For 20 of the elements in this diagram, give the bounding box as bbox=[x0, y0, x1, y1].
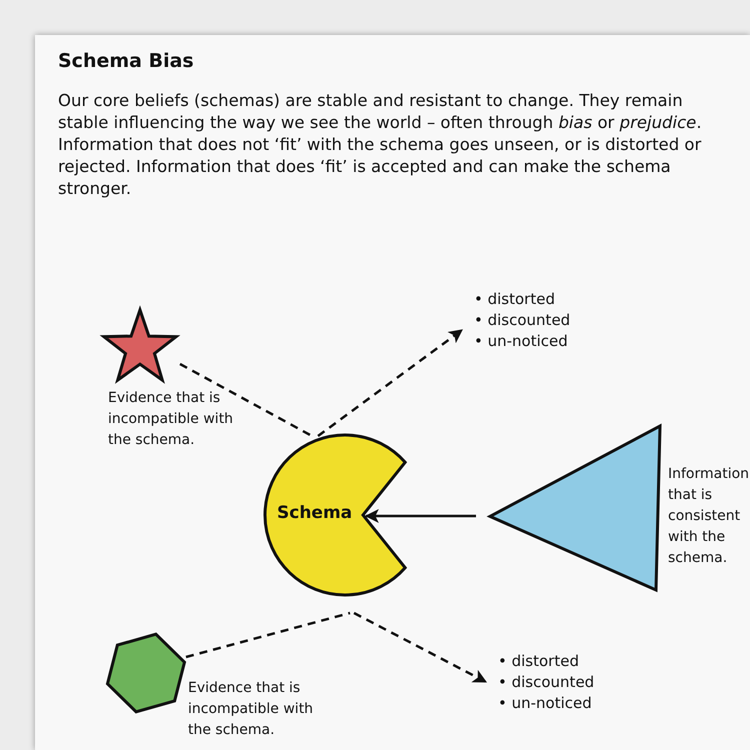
arrow bbox=[364, 509, 476, 523]
arrow bbox=[317, 329, 463, 437]
description-paragraph: Our core beliefs (schemas) are stable and resistant to change. They remain stable influencing the way we see the world – often through bias or prejudice. Information that does not ‘fit’ with the schema goes unseen, or is distorted or rejected. Information that does ‘fit’ is accepted and can make the schema stronger. bbox=[58, 90, 703, 200]
triangle-shape bbox=[488, 424, 662, 592]
list-item: • distorted bbox=[474, 289, 556, 310]
title: Schema Bias bbox=[58, 50, 194, 72]
shape-caption: Evidence that is incompatible with the schema. bbox=[108, 389, 234, 450]
shape-label: Schema bbox=[277, 503, 352, 523]
shape-caption: Information that is consistent with the schema. bbox=[668, 465, 750, 568]
star-shape bbox=[102, 308, 178, 382]
list-item: • un-noticed bbox=[474, 331, 569, 352]
hexagon-shape bbox=[106, 633, 186, 713]
arrow bbox=[353, 612, 488, 684]
list-item: • discounted bbox=[474, 310, 572, 331]
list-item: • un-noticed bbox=[498, 693, 593, 714]
shape-caption: Evidence that is incompatible with the schema. bbox=[188, 679, 314, 740]
connector-line bbox=[179, 362, 313, 438]
list-item: • discounted bbox=[498, 672, 596, 693]
connector-line bbox=[186, 612, 350, 658]
list-item: • distorted bbox=[498, 651, 580, 672]
